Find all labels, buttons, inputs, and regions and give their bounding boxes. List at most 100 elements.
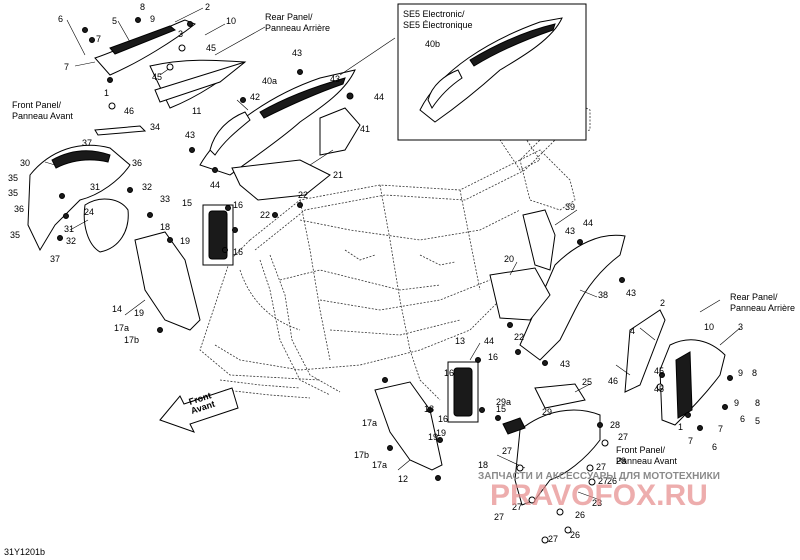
callout-c34: 22 bbox=[260, 210, 270, 220]
callout-c32: 33 bbox=[160, 194, 170, 204]
callout-c11: 45 bbox=[152, 72, 162, 82]
callout-c28: 35 bbox=[8, 173, 18, 183]
callout-c62: 15 bbox=[496, 404, 506, 414]
callout-c73: 8 bbox=[755, 398, 760, 408]
rear-panel-right-label-1: Rear Panel/ bbox=[730, 292, 778, 302]
callout-c48: 17a bbox=[114, 323, 129, 333]
callout-c99: 23 bbox=[592, 498, 602, 508]
front-panel-bottom-label-1: Front Panel/ bbox=[616, 445, 666, 455]
rear-panel-top-label-2: Panneau Arrière bbox=[265, 23, 330, 33]
callout-c92: 28 bbox=[610, 420, 620, 430]
front-panel-left-label-1: Front Panel/ bbox=[12, 100, 62, 110]
callout-c26: 37 bbox=[82, 138, 92, 148]
callout-c17: 43 bbox=[292, 48, 302, 58]
callout-c60: 13 bbox=[455, 336, 465, 346]
callout-c53: 43 bbox=[565, 226, 575, 236]
callout-c38: 31 bbox=[64, 224, 74, 234]
callout-c72: 9 bbox=[734, 398, 739, 408]
callout-c30: 32 bbox=[142, 182, 152, 192]
fasteners bbox=[57, 17, 733, 544]
callout-c71: 8 bbox=[752, 368, 757, 378]
callout-c39: 32 bbox=[66, 236, 76, 246]
callout-c36: 24 bbox=[84, 207, 94, 217]
callouts: 6 5 8 9 2 10 3 7 45 7 45 1 46 11 42 40a … bbox=[8, 2, 760, 544]
callout-c5: 2 bbox=[205, 2, 210, 12]
callout-c100: 27 bbox=[512, 502, 522, 512]
callout-c75: 7 bbox=[718, 424, 723, 434]
callout-c85: 19 bbox=[436, 428, 446, 438]
callout-c77: 7 bbox=[688, 436, 693, 446]
callout-c12: 1 bbox=[104, 88, 109, 98]
callout-c27: 36 bbox=[132, 158, 142, 168]
callout-c105: 16 bbox=[444, 368, 454, 378]
callout-c7: 3 bbox=[178, 29, 183, 39]
front-panel-bottom-label-2: Panneau Avant bbox=[616, 456, 677, 466]
callout-c83: 18 bbox=[424, 404, 434, 414]
callout-c47: 19 bbox=[134, 308, 144, 318]
callout-c52: 44 bbox=[583, 218, 593, 228]
callout-c1: 6 bbox=[58, 14, 63, 24]
part-21-tray bbox=[231, 159, 331, 201]
callout-c79: 6 bbox=[712, 442, 717, 452]
callout-c69: 45 bbox=[654, 384, 664, 394]
callout-c42: 16 bbox=[233, 200, 243, 210]
callout-c29: 31 bbox=[90, 182, 100, 192]
callout-c35: 36 bbox=[14, 204, 24, 214]
callout-c22: 43 bbox=[185, 130, 195, 140]
callout-c3: 8 bbox=[140, 2, 145, 12]
callout-c2: 5 bbox=[112, 16, 117, 26]
watermark: ЗАПЧАСТИ И АКСЕССУАРЫ ДЛЯ МОТОТЕХНИКИ PR… bbox=[478, 471, 720, 512]
diagram-code: 31Y1201b bbox=[4, 547, 45, 557]
callout-c21: 34 bbox=[150, 122, 160, 132]
callout-c19: 44 bbox=[374, 92, 384, 102]
callout-c89: 12 bbox=[398, 474, 408, 484]
callout-c70: 9 bbox=[738, 368, 743, 378]
callout-c95: 27 bbox=[502, 446, 512, 456]
callout-c4: 9 bbox=[150, 14, 155, 24]
callout-c68: 45 bbox=[654, 366, 664, 376]
se5-inset-box bbox=[397, 3, 587, 141]
panel-40a bbox=[199, 69, 361, 176]
callout-c55: 38 bbox=[598, 290, 608, 300]
callout-c66: 3 bbox=[738, 322, 743, 332]
callout-c74: 1 bbox=[678, 422, 683, 432]
callout-c76: 6 bbox=[740, 414, 745, 424]
callout-c46: 14 bbox=[112, 304, 122, 314]
callout-c90: 19 bbox=[428, 432, 438, 442]
side-panel-12 bbox=[374, 381, 443, 471]
rear-panel-right bbox=[624, 309, 726, 426]
front-fender-left bbox=[27, 144, 131, 253]
callout-c67: 46 bbox=[608, 376, 618, 386]
callout-c59: 43 bbox=[560, 359, 570, 369]
callout-c101: 26 bbox=[575, 510, 585, 520]
callout-c84: 16 bbox=[438, 414, 448, 424]
callout-c64: 4 bbox=[630, 326, 635, 336]
callout-c56: 43 bbox=[626, 288, 636, 298]
callout-c94: 28 bbox=[616, 456, 626, 466]
callout-c33: 22 bbox=[298, 190, 308, 200]
vent-grille-center bbox=[447, 361, 479, 423]
callout-c102: 27 bbox=[494, 512, 504, 522]
front-panel-left-label-2: Panneau Avant bbox=[12, 111, 73, 121]
callout-c37: 35 bbox=[10, 230, 20, 240]
callout-c87: 17b bbox=[354, 450, 369, 460]
leader-lines bbox=[44, 7, 741, 501]
callout-c50: 40b bbox=[425, 39, 440, 49]
watermark-subtitle: ЗАПЧАСТИ И АКСЕССУАРЫ ДЛЯ МОТОТЕХНИКИ bbox=[478, 471, 720, 482]
callout-c20: 41 bbox=[360, 124, 370, 134]
callout-c86: 17a bbox=[362, 418, 377, 428]
callout-c63: 2 bbox=[660, 298, 665, 308]
callout-c44: 19 bbox=[180, 236, 190, 246]
callout-c25: 30 bbox=[20, 158, 30, 168]
se5-label-2: SE5 Électronique bbox=[403, 20, 473, 30]
callout-c43: 18 bbox=[160, 222, 170, 232]
callout-c8: 7 bbox=[96, 34, 101, 44]
part-34-strip bbox=[94, 125, 147, 136]
callout-c80: 25 bbox=[582, 377, 592, 387]
side-panel-14 bbox=[134, 231, 201, 331]
chassis-frame bbox=[199, 94, 591, 401]
section-labels: Rear Panel/ Panneau Arrière Front Panel/… bbox=[4, 9, 795, 557]
callout-c82: 29 bbox=[542, 407, 552, 417]
